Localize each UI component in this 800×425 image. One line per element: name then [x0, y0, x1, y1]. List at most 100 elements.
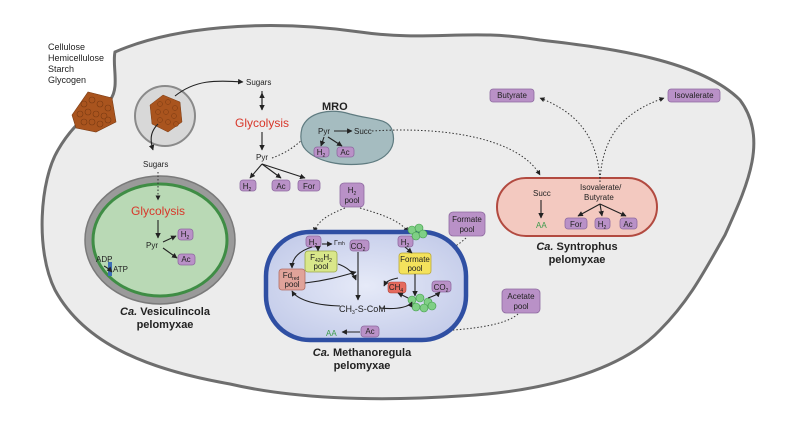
isovalerate-pool: Isovalerate	[667, 88, 721, 103]
host-ac-product: Ac	[271, 179, 291, 192]
h2-pool-text: H	[348, 186, 354, 195]
isovalerate-text: Isovalerate	[674, 91, 714, 100]
h2-pool-text-2: pool	[344, 196, 359, 205]
synt-ac-text: Ac	[623, 220, 632, 229]
synt-for-product: For	[564, 217, 588, 230]
adp-to-atp-arrow	[103, 265, 113, 273]
synt-name-2: pelomyxae	[549, 254, 606, 266]
vesic-h2-text: H	[181, 230, 187, 239]
vesic-sugars-label: Sugars	[143, 160, 168, 169]
fd-pool: Fdred pool	[278, 268, 306, 291]
gamma-label: Γmh	[334, 240, 345, 247]
host-glycolysis-label: Glycolysis	[235, 116, 289, 130]
vesic-pyr-label: Pyr	[146, 241, 158, 250]
svg-text:Ca. Methanoregula: Ca. Methanoregula	[313, 347, 412, 359]
svg-text:Ca. Vesiculincola: Ca. Vesiculincola	[120, 306, 211, 318]
meth-co2-right: CO2	[431, 280, 452, 294]
ch3-to-fd-arrow	[291, 290, 341, 307]
fd-to-co2-arrow	[304, 270, 357, 284]
f420-text: F	[310, 253, 315, 262]
svg-text:CO2: CO2	[351, 242, 366, 253]
formate-pool-text-2: pool	[459, 225, 474, 234]
pyr-to-ac-arrow	[261, 163, 282, 179]
svg-text:CO2: CO2	[434, 283, 449, 294]
f420-text-2: pool	[313, 262, 328, 271]
meth-formate-pool: Formate pool	[398, 252, 432, 275]
vesic-name-2: pelomyxae	[137, 319, 194, 331]
synt-succ-label: Succ	[533, 189, 551, 198]
meth-genus: Ca.	[313, 347, 330, 359]
meth-formate-text: Formate	[400, 255, 430, 264]
hydrogenase-top-icon	[407, 223, 428, 241]
svg-text:H2: H2	[309, 238, 318, 249]
butyrate-text: Butyrate	[497, 91, 527, 100]
host-h2-text: H	[243, 182, 249, 191]
host-h2-product: H2	[239, 179, 257, 193]
mro-title: MRO	[322, 101, 348, 113]
acetate-pool-text: Acetate	[507, 292, 535, 301]
butyrate-to-synt-arrow	[539, 97, 601, 183]
svg-text:F420H2: F420H2	[310, 253, 332, 264]
h2-to-fd-arrow	[289, 246, 313, 269]
synt-for-text: For	[570, 220, 582, 229]
adp-label: ADP	[96, 255, 112, 264]
synt-h2-text: H	[598, 220, 604, 229]
cellulose-label: Cellulose	[48, 42, 85, 52]
mro-pyr-label: Pyr	[318, 127, 330, 136]
mro-pyr-to-h2-arrow	[319, 136, 326, 147]
synt-h2-product: H2	[594, 217, 611, 231]
meth-ch4: CH4	[387, 281, 407, 294]
f420-pool: F420H2 pool	[304, 250, 338, 273]
hydrogenase-to-ch4-arrow	[397, 292, 409, 299]
hydrogenase-to-co2-arrow	[427, 291, 441, 299]
svg-text:H2: H2	[401, 238, 410, 249]
synt-ac-product: Ac	[619, 217, 638, 230]
atp-label: ATP	[113, 265, 128, 274]
pyr-to-h2-arrow	[249, 163, 263, 179]
fd-text: Fd	[283, 271, 292, 280]
meth-formate-text-2: pool	[407, 264, 422, 273]
syntrophus-cell	[496, 177, 658, 237]
svg-text:Fdred: Fdred	[283, 271, 300, 282]
meth-h2-right-text: H	[401, 238, 407, 247]
synt-iso-label-1: Isovalerate/	[580, 183, 622, 192]
meth-ch4-text: CH	[389, 283, 401, 292]
mro-pyr-to-ac-arrow	[327, 136, 343, 147]
host-pyr-label: Pyr	[256, 153, 268, 162]
pyr-to-for-arrow	[261, 163, 306, 180]
starch-label: Starch	[48, 64, 74, 74]
fd-text-2: pool	[284, 280, 299, 289]
butyrate-pool: Butyrate	[489, 88, 535, 103]
hemicellulose-label: Hemicellulose	[48, 53, 104, 63]
ch3-to-hydrogenase-arrow	[379, 301, 413, 310]
ch3-s-com-label: CH3-S-CoM	[339, 304, 386, 316]
vacuole-to-sugars-arrow	[174, 78, 244, 97]
vesic-pyr-to-ac-arrow	[162, 247, 178, 259]
host-for-text: For	[303, 182, 315, 191]
h2-pool: H2 pool	[339, 182, 365, 208]
svg-text:Ca. Syntrophus: Ca. Syntrophus	[536, 241, 617, 253]
formate-pool: Formate pool	[448, 211, 486, 237]
meth-co2-top: CO2	[349, 239, 370, 253]
svg-text:CH4: CH4	[389, 283, 404, 294]
f420-to-ch3-arrow	[337, 263, 357, 281]
acetate-pool: Acetate pool	[501, 288, 541, 314]
right-h2-to-formate-arrow	[404, 246, 413, 254]
meth-name-1: Methanoregula	[333, 347, 412, 359]
host-ac-text: Ac	[276, 182, 285, 191]
meth-name-2: pelomyxae	[334, 360, 391, 372]
meth-h2-text: H	[309, 238, 315, 247]
mro-succ-to-syntrophus-arrow	[371, 129, 541, 176]
synt-name-1: Syntrophus	[557, 241, 618, 253]
vesic-name-1: Vesiculincola	[140, 306, 211, 318]
formate-loop-arrow	[383, 277, 399, 287]
synt-genus: Ca.	[536, 241, 553, 253]
svg-text:H2: H2	[181, 230, 190, 241]
meth-co2-top-text: CO	[351, 242, 363, 251]
mro-organelle: MRO Pyr Succ H2 Ac	[300, 101, 394, 166]
polysaccharide-granule-icon	[71, 91, 117, 133]
isovalerate-to-synt-arrow	[599, 97, 665, 183]
h2-pool-to-left-h2-arrow	[313, 207, 346, 233]
food-vacuole	[134, 85, 196, 147]
